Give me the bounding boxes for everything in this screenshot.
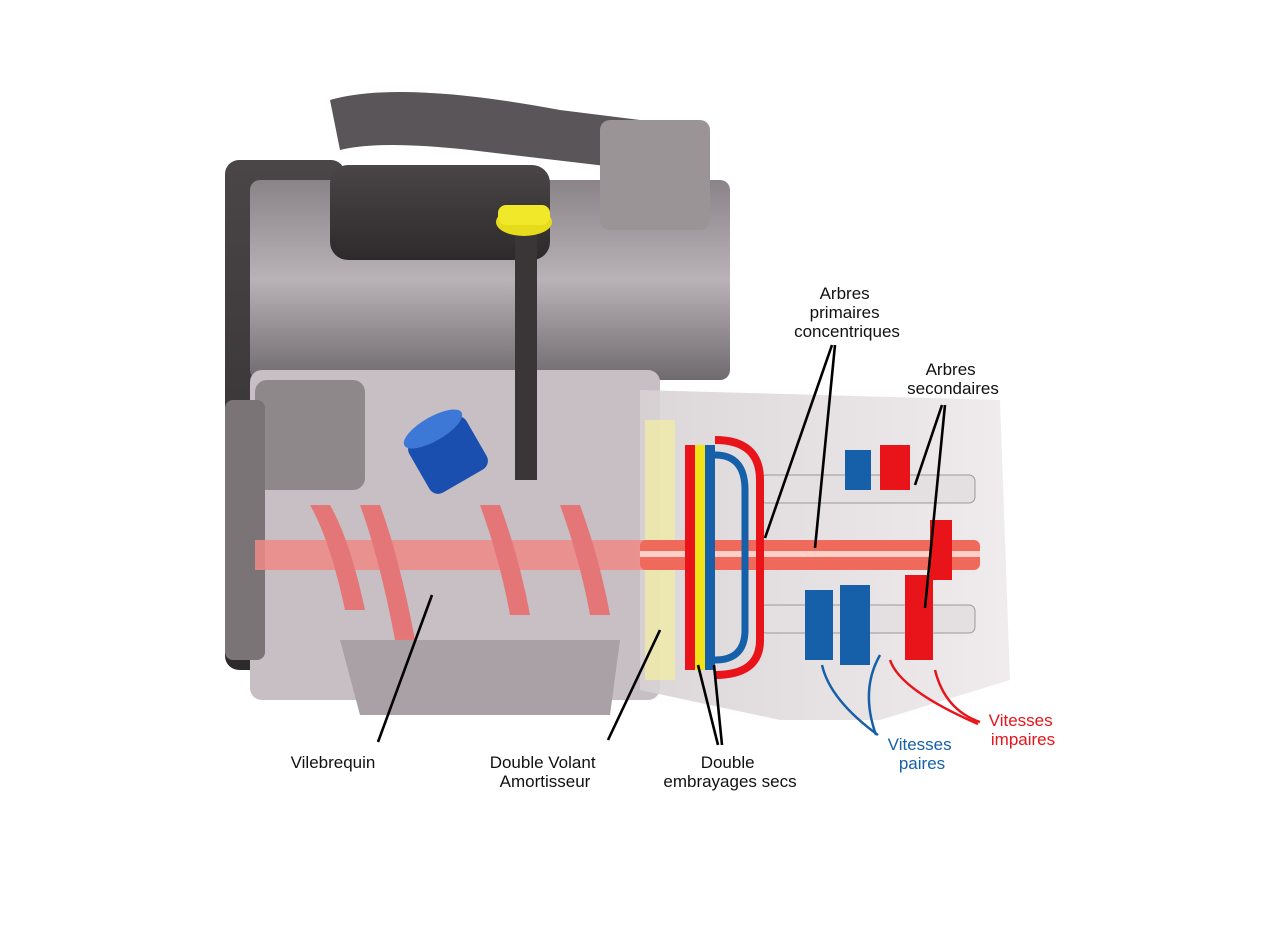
label-even-gears: Vitesses paires	[888, 735, 957, 773]
gears-even	[805, 445, 899, 665]
gears-odd	[880, 445, 952, 660]
label-dual-mass-flywheel: Double Volant Amortisseur	[490, 753, 601, 791]
label-secondary-shafts: Arbres secondaires	[907, 360, 999, 398]
label-primary-shafts: Arbres primaires concentriques	[794, 284, 900, 341]
label-odd-gears: Vitesses impaires	[989, 711, 1058, 749]
oil-filter	[403, 409, 488, 494]
dual-clutch	[685, 436, 764, 679]
primary-shafts	[640, 540, 980, 570]
leader-lines	[376, 344, 981, 746]
label-crankshaft: Vilebrequin	[291, 753, 376, 772]
engine-block	[225, 92, 730, 715]
crankshaft	[255, 505, 655, 640]
oil-cap	[496, 205, 552, 480]
label-dual-dry-clutch: Double embrayages secs	[663, 753, 796, 791]
